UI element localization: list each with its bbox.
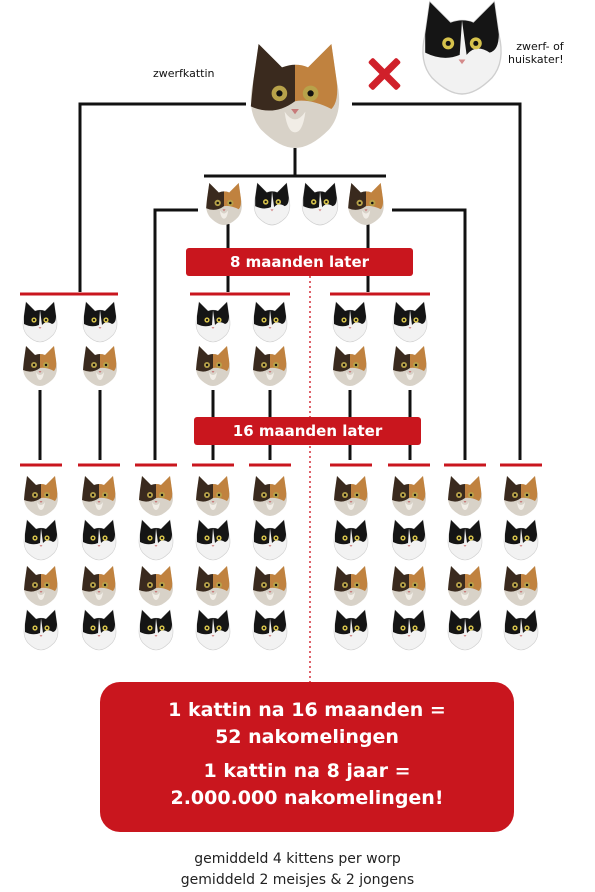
gen1-kitten: [206, 183, 242, 225]
gen1-kitten: [302, 183, 338, 225]
footer-line-2: gemiddeld 2 meisjes & 2 jongens: [0, 871, 595, 889]
father-label: zwerf- of huiskater!: [508, 40, 564, 66]
gen1-kitten: [348, 183, 384, 225]
mother-label: zwerfkattin: [153, 67, 215, 80]
result-line-4: 2.000.000 nakomelingen!: [100, 785, 514, 812]
result-box: 1 kattin na 16 maanden = 52 nakomelingen…: [100, 682, 514, 832]
gen3-litters: [24, 476, 538, 650]
footer-line-1: gemiddeld 4 kittens per worp: [0, 850, 595, 868]
result-line-3: 1 kattin na 8 jaar =: [100, 758, 514, 785]
result-line-1: 1 kattin na 16 maanden =: [100, 697, 514, 724]
gen1-kitten: [254, 183, 290, 225]
gen2-litter: [23, 302, 117, 386]
gen2-litter: [196, 302, 287, 386]
gen2-litter: [333, 302, 427, 386]
result-line-2: 52 nakomelingen: [100, 724, 514, 751]
cross-icon: [366, 56, 402, 92]
banner-8-months: 8 maanden later: [186, 248, 413, 276]
connector-lines: [40, 104, 520, 460]
mother-cat: [251, 44, 339, 148]
father-cat: [423, 2, 501, 94]
banner-16-months: 16 maanden later: [194, 417, 421, 445]
